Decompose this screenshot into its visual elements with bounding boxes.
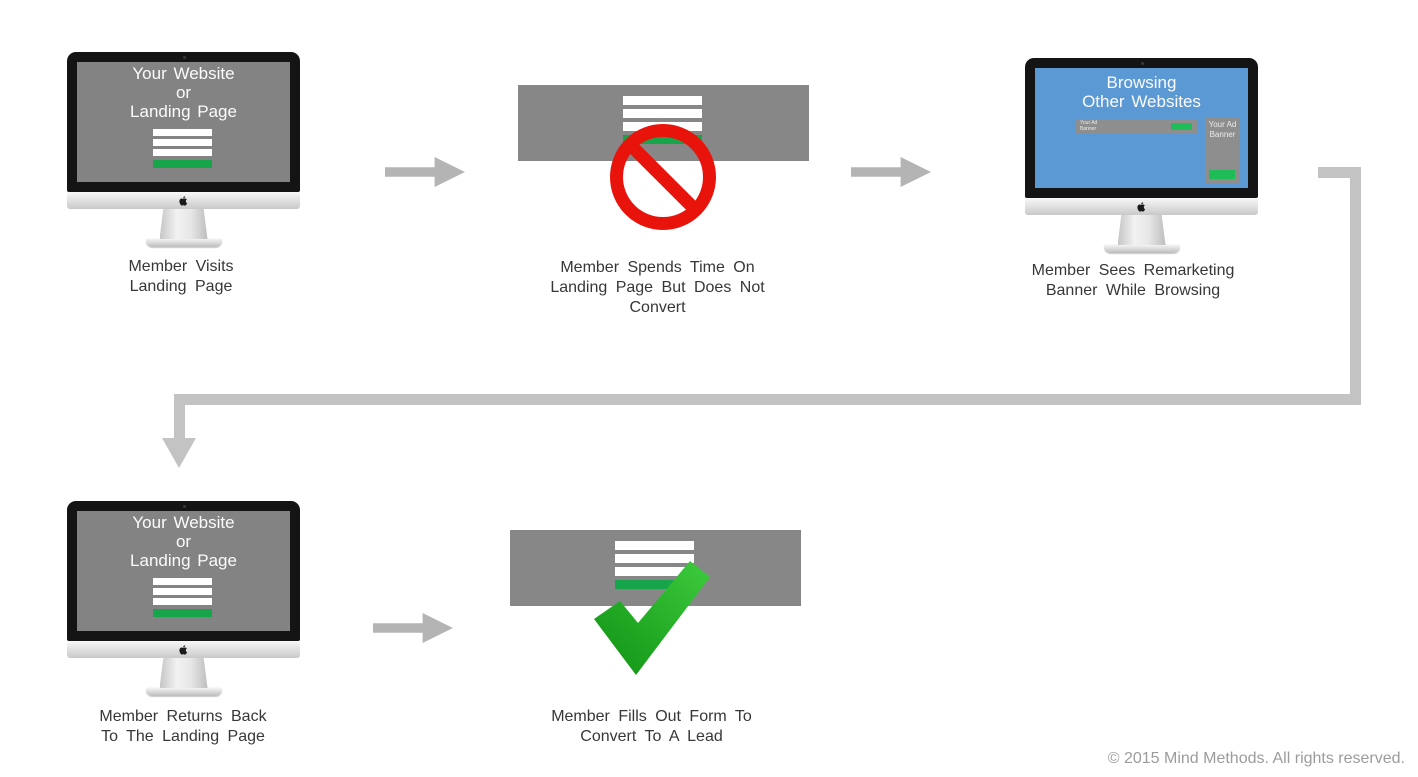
- monitor-bezel: Your Website or Landing Page: [67, 52, 300, 192]
- imac-monitor-browsing: Browsing Other Websites Your Ad Banner Y…: [1025, 58, 1258, 253]
- caption-line: Convert To A Lead: [580, 728, 723, 745]
- webcam-icon: [1140, 62, 1144, 65]
- form-field-bar: [153, 139, 212, 146]
- browsing-screen: Browsing Other Websites Your Ad Banner Y…: [1035, 68, 1248, 188]
- landing-banner-convert: [510, 530, 801, 606]
- monitor-stand-base: [145, 238, 222, 247]
- monitor-bezel: Your Website or Landing Page: [67, 501, 300, 641]
- caption-line: Landing Page But Does Not: [550, 279, 765, 296]
- form-field-bar: [153, 578, 212, 585]
- caption-step3: Member Sees Remarketing Banner While Bro…: [1013, 261, 1253, 301]
- landing-page-screen-title: Your Website or Landing Page: [77, 513, 290, 570]
- no-entry-icon: [610, 124, 716, 230]
- monitor-bezel: Browsing Other Websites Your Ad Banner Y…: [1025, 58, 1258, 198]
- monitor-stand-base: [1103, 244, 1180, 253]
- copyright-notice: © 2015 Mind Methods. All rights reserved…: [1107, 750, 1405, 767]
- form-field-bar: [153, 129, 212, 136]
- screen-title-line: or: [175, 532, 192, 551]
- arrow-right-icon: [385, 157, 465, 187]
- apple-logo-icon: [179, 196, 188, 206]
- form-submit-bar: [615, 580, 694, 589]
- monitor-chin: [67, 192, 300, 209]
- form-field-bar: [153, 588, 212, 595]
- ad-banner-label-line: Your Ad: [1080, 120, 1098, 126]
- apple-logo-icon: [179, 645, 188, 655]
- caption-line: Convert: [629, 299, 686, 316]
- form-field-bar: [615, 554, 694, 563]
- imac-monitor-landing-top: Your Website or Landing Page: [67, 52, 300, 247]
- connector-segment: [174, 394, 185, 440]
- checkmark-icon: [592, 557, 712, 682]
- imac-monitor-landing-bottom: Your Website or Landing Page: [67, 501, 300, 696]
- ad-banner-cta-button: [1209, 170, 1235, 179]
- caption-step1: Member Visits Landing Page: [61, 257, 301, 297]
- ad-banner-label-line: Banner: [1209, 129, 1236, 139]
- screen-title-line: Browsing: [1106, 73, 1177, 92]
- landing-page-screen: Your Website or Landing Page: [77, 511, 290, 631]
- arrow-right-icon: [851, 157, 931, 187]
- ad-banner-cta-button: [1171, 123, 1192, 130]
- landing-page-screen-title: Your Website or Landing Page: [77, 64, 290, 121]
- webcam-icon: [182, 56, 186, 59]
- connector-segment: [174, 394, 1361, 405]
- ad-banner-label: Your Ad Banner: [1205, 120, 1240, 139]
- webcam-icon: [182, 505, 186, 508]
- arrow-down-icon: [162, 438, 196, 468]
- horizontal-ad-banner: Your Ad Banner: [1076, 119, 1197, 134]
- form-field-bar: [153, 598, 212, 605]
- form-fields: [153, 129, 212, 168]
- caption-line: Member Fills Out Form To: [551, 708, 752, 725]
- form-field-bar: [615, 567, 694, 576]
- ad-banner-label-line: Your Ad: [1208, 120, 1237, 129]
- arrow-right-icon: [373, 613, 453, 643]
- form-field-bar: [153, 149, 212, 156]
- caption-line: Banner While Browsing: [1045, 282, 1221, 299]
- browsing-screen-title: Browsing Other Websites: [1035, 73, 1248, 111]
- vertical-ad-banner: Your Ad Banner: [1205, 117, 1240, 183]
- form-fields: [153, 578, 212, 617]
- monitor-stand-neck: [159, 658, 208, 688]
- caption-step2: Member Spends Time On Landing Page But D…: [512, 258, 803, 318]
- screen-title-line: or: [175, 83, 192, 102]
- form-submit-bar: [153, 609, 212, 617]
- apple-logo-icon: [1137, 202, 1146, 212]
- monitor-chin: [1025, 198, 1258, 215]
- monitor-chin: [67, 641, 300, 658]
- form-field-bar: [623, 96, 702, 105]
- form-fields: [615, 541, 694, 589]
- connector-segment: [1318, 167, 1361, 178]
- screen-title-line: Your Website: [132, 64, 235, 83]
- form-submit-bar: [153, 160, 212, 168]
- screen-title-line: Landing Page: [130, 551, 237, 570]
- caption-line: Member Returns Back: [99, 708, 267, 725]
- caption-line: Landing Page: [129, 278, 233, 295]
- form-field-bar: [615, 541, 694, 550]
- caption-line: To The Landing Page: [101, 728, 265, 745]
- screen-title-line: Other Websites: [1082, 92, 1201, 111]
- landing-page-screen: Your Website or Landing Page: [77, 62, 290, 182]
- monitor-stand-neck: [1117, 215, 1166, 245]
- caption-line: Member Sees Remarketing: [1031, 262, 1235, 279]
- screen-title-line: Your Website: [132, 513, 235, 532]
- screen-title-line: Landing Page: [130, 102, 237, 121]
- ad-banner-label-line: Banner: [1080, 125, 1097, 132]
- monitor-stand-base: [145, 687, 222, 696]
- connector-segment: [1350, 167, 1361, 405]
- caption-step4: Member Returns Back To The Landing Page: [63, 707, 303, 747]
- monitor-stand-neck: [159, 209, 208, 239]
- caption-step5: Member Fills Out Form To Convert To A Le…: [506, 707, 797, 747]
- ad-banner-label: Your Ad Banner: [1080, 120, 1098, 132]
- caption-line: Member Visits: [128, 258, 234, 275]
- caption-line: Member Spends Time On: [560, 259, 755, 276]
- form-field-bar: [623, 109, 702, 118]
